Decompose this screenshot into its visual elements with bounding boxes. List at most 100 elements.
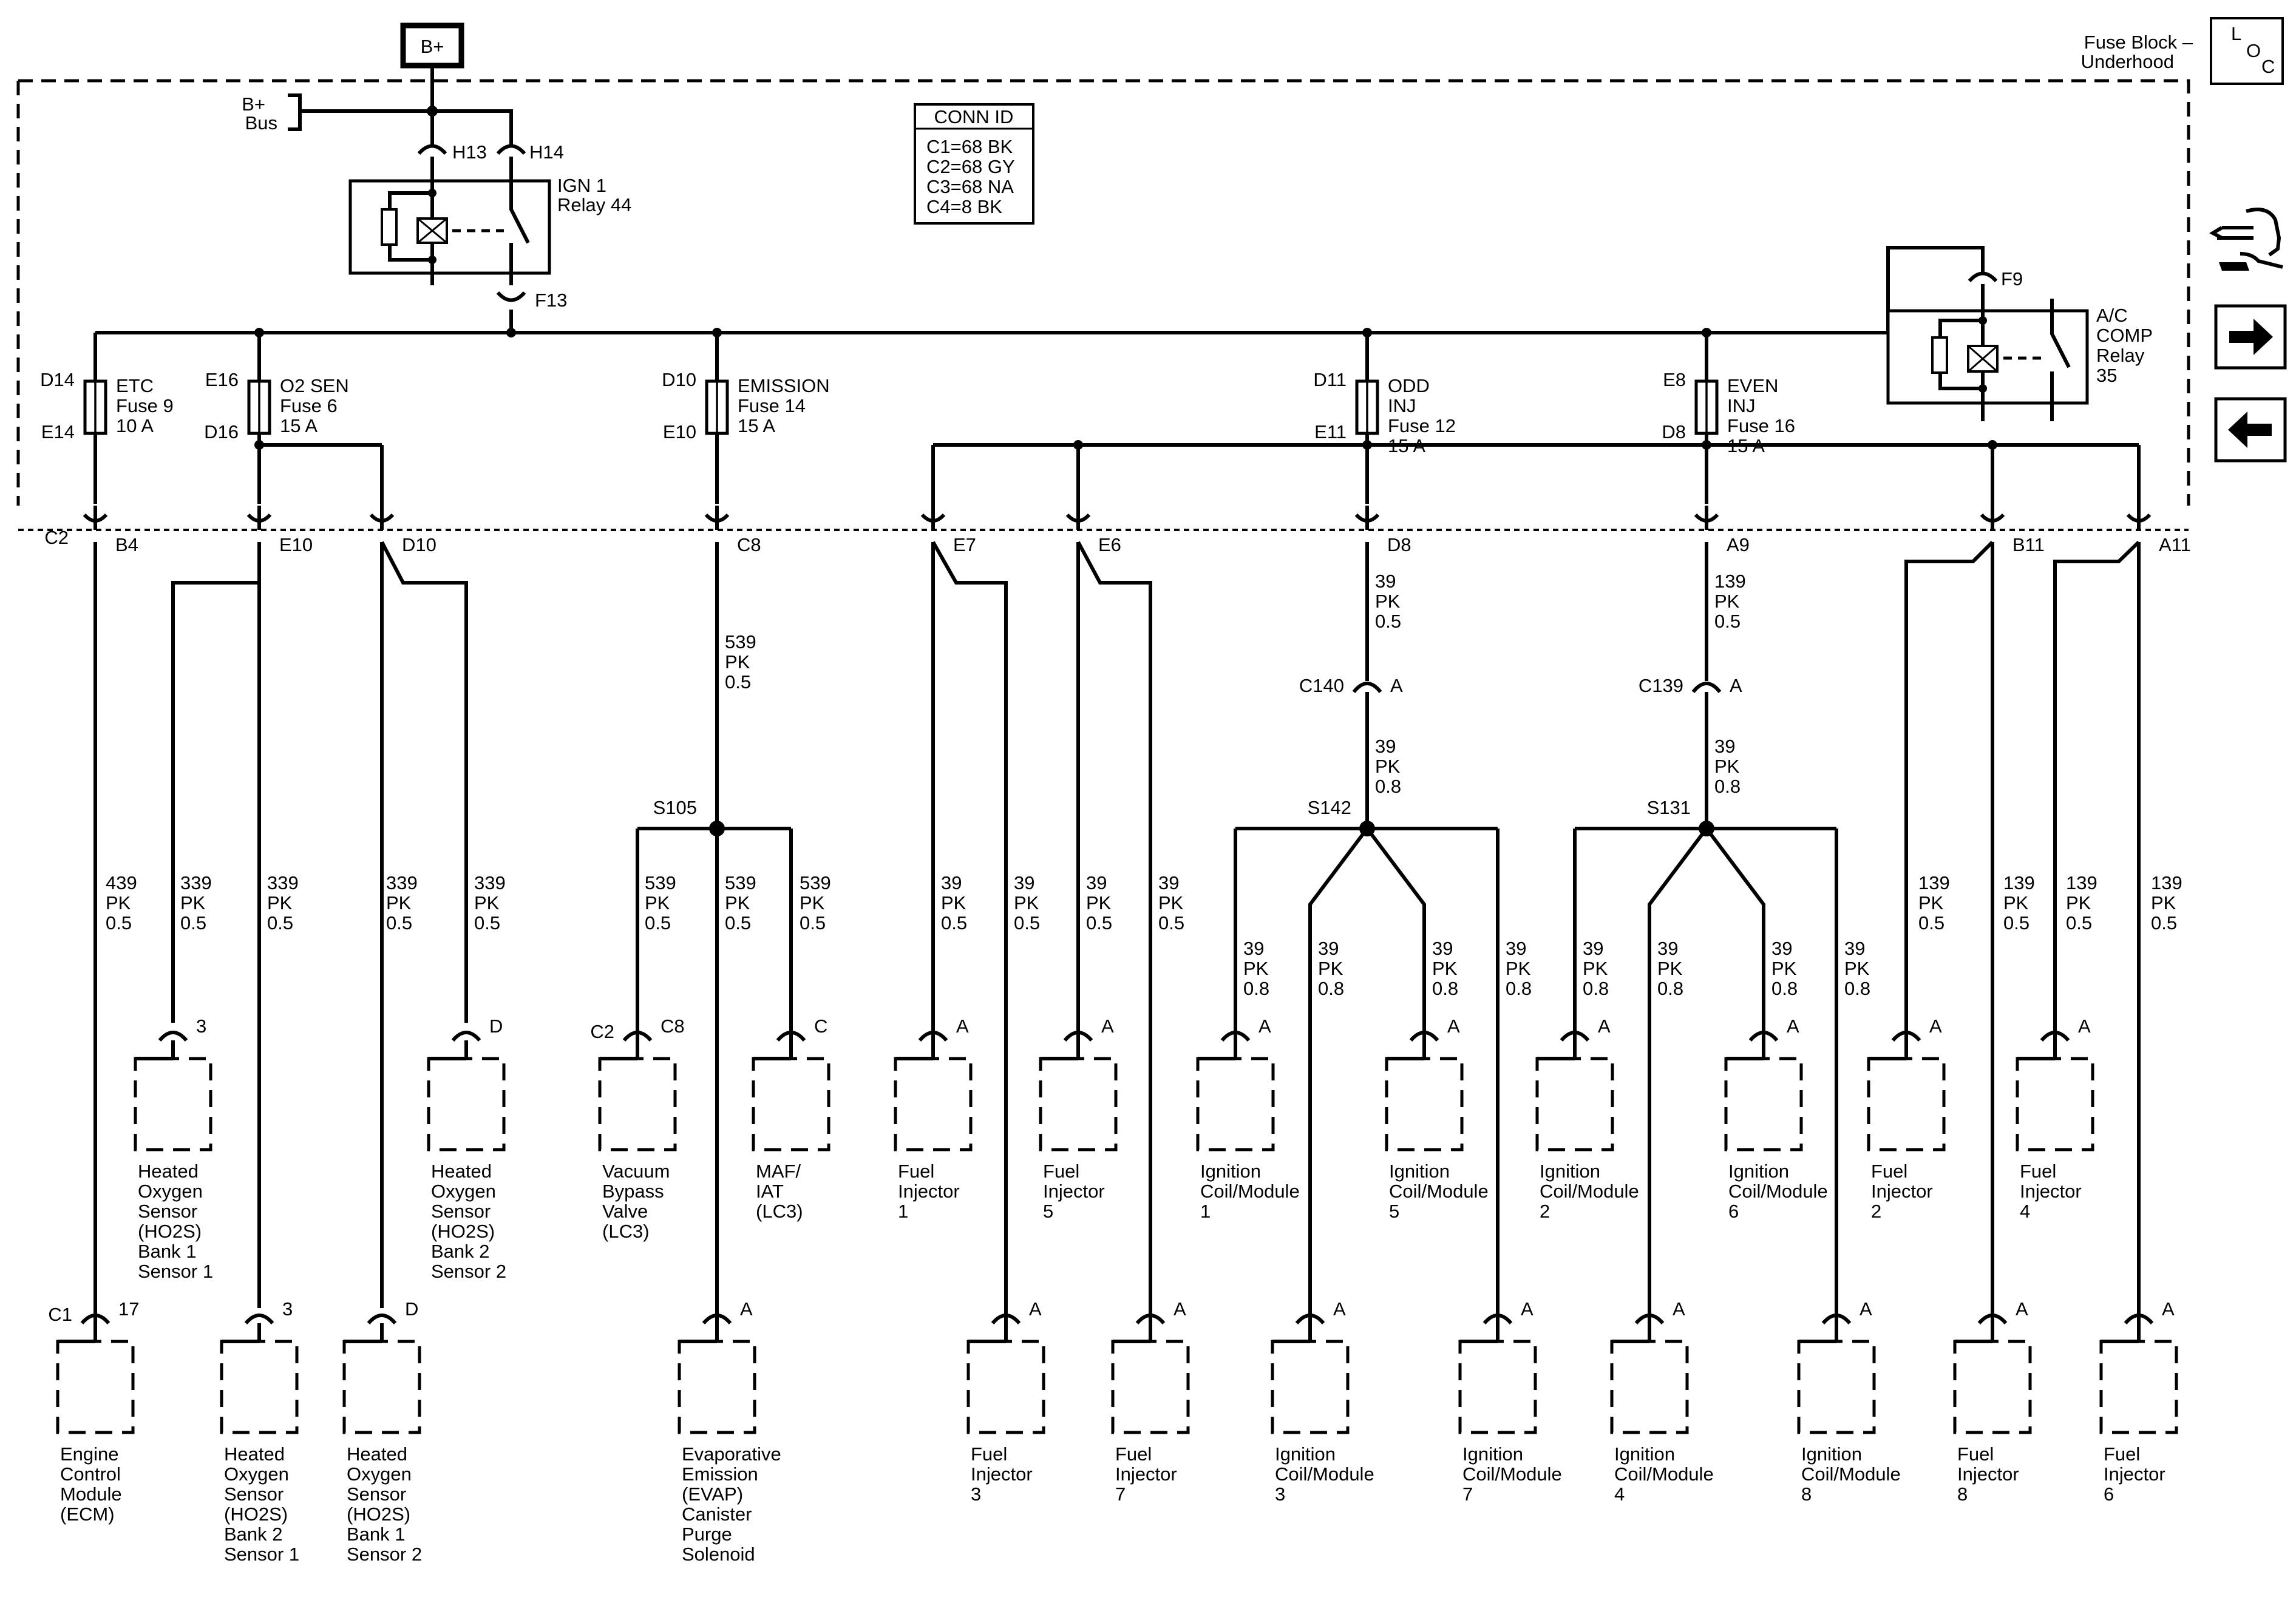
output-pin-E6: E6 [1065, 506, 1121, 555]
ign-relay-pin-f13: F13 [535, 290, 567, 311]
wire-label-139-inj8-line-3: 0.5 [2003, 912, 2029, 934]
output-pin-label-D10: D10 [402, 534, 436, 555]
ac-relay-input-pin [1968, 271, 1998, 283]
output-pin-D8: D8 [1354, 506, 1411, 555]
component-pin-label-ho2s-b1s2: D [405, 1298, 418, 1320]
ign-relay-output-pin [496, 291, 526, 333]
wire-label-539-a-line-1: 539 [645, 872, 676, 893]
wire-label-339-b-line-2: PK [267, 892, 293, 914]
wire-label-39-even-mid-line-2: PK [1714, 756, 1740, 777]
wire-label-539-c-line-1: 539 [800, 872, 831, 893]
component-label-fuel-inj-1-line-2: Injector [898, 1181, 960, 1202]
component-label-fuel-inj-5-line-3: 5 [1043, 1201, 1053, 1222]
component-label-ho2s-b2s2-line-6: Sensor 2 [431, 1261, 506, 1282]
wire-label-139-even-top-line-2: PK [1714, 591, 1740, 612]
fuse-block-outline [16, 79, 2190, 506]
wire-label-39-coil5-line-2: PK [1432, 958, 1458, 979]
navigation-icon[interactable] [2209, 208, 2283, 271]
component-label-fuel-inj-5-line-2: Injector [1043, 1181, 1105, 1202]
component-pin-label-coil-8: A [1860, 1298, 1872, 1320]
component-pin-label-ho2s-b2s2: D [489, 1015, 503, 1037]
wire-label-139-inj6-line-1: 139 [2151, 872, 2182, 893]
component-pin-label-fuel-inj-3: A [1029, 1298, 1042, 1320]
wire-label-339-d-line-3: 0.5 [474, 912, 500, 934]
fuse-label-emission-line-1: EMISSION [738, 375, 830, 396]
component-evap-purge[interactable]: AEvaporativeEmission(EVAP)CanisterPurgeS… [678, 1298, 781, 1565]
bus-label-line2: Bus [245, 112, 277, 134]
wire-label-339-b-line-3: 0.5 [267, 912, 293, 934]
connector-c139-name: C139 [1639, 675, 1683, 696]
wire-ho2s-b2s2 [380, 541, 468, 1023]
component-label-coil-1-line-1: Ignition [1200, 1161, 1261, 1182]
wire-label-39-coil4-line-3: 0.8 [1657, 978, 1683, 999]
component-body-coil-3 [1271, 1340, 1350, 1434]
component-label-fuel-inj-7-line-3: 7 [1115, 1483, 1126, 1505]
wire-label-39-coil2-line-3: 0.8 [1583, 978, 1609, 999]
component-label-coil-5-line-1: Ignition [1389, 1161, 1450, 1182]
fuse-label-etc-line-2: Fuse 9 [116, 395, 174, 416]
arrow-left-icon[interactable] [2214, 397, 2287, 463]
wire-label-539-c-line-2: PK [800, 892, 825, 914]
component-label-fuel-inj-8-line-3: 8 [1957, 1483, 1968, 1505]
arrow-right-icon[interactable] [2214, 304, 2287, 370]
component-label-ho2s-b1s1-line-5: Bank 1 [138, 1241, 197, 1262]
component-body-fuel-inj-6 [2099, 1340, 2178, 1434]
ign-relay-node [428, 189, 436, 197]
component-body-coil-2 [1535, 1057, 1614, 1151]
wire-label-39-coil3-line-3: 0.8 [1318, 978, 1344, 999]
wire-label-339-c-line-3: 0.5 [386, 912, 412, 934]
component-label-vacuum-bypass-line-1: Vacuum [602, 1161, 670, 1182]
wire-label-39-coil7-line-2: PK [1506, 958, 1531, 979]
wire-label-339-c-line-2: PK [386, 892, 412, 914]
component-label-ho2s-b1s1-line-1: Heated [138, 1161, 199, 1182]
wire-label-39-coil4-line-1: 39 [1657, 938, 1678, 959]
component-pin-cup-coil-6 [1748, 1031, 1779, 1042]
component-pin-cup-coil-3 [1295, 1314, 1325, 1325]
conn-id-row-3: C3=68 NA [926, 176, 1014, 197]
component-label-fuel-inj-8-line-1: Fuel [1957, 1443, 1994, 1465]
connector-c140-name: C140 [1299, 675, 1344, 696]
output-pin-label-E7: E7 [953, 534, 976, 555]
component-pin-label-fuel-inj-6: A [2162, 1298, 2175, 1320]
component-label-fuel-inj-7-line-2: Injector [1115, 1463, 1177, 1485]
wire-label-39-coil5-line-3: 0.8 [1432, 978, 1458, 999]
wire-label-339-c-line-1: 339 [386, 872, 418, 893]
component-label-fuel-inj-4-line-2: Injector [2020, 1181, 2082, 1202]
wire-label-39-inj1-line-2: PK [941, 892, 966, 914]
component-pin-cup-coil-2 [1560, 1031, 1590, 1042]
component-pin-label-maf-iat: C [814, 1015, 827, 1037]
wire-label-539-b-line-2: PK [725, 892, 750, 914]
wire-label-139-inj6-line-3: 0.5 [2151, 912, 2177, 934]
loc-box[interactable] [2210, 17, 2284, 85]
component-body-fuel-inj-4 [2016, 1057, 2094, 1151]
component-pin-label-fuel-inj-5: A [1101, 1015, 1114, 1037]
component-label-coil-1-line-2: Coil/Module [1200, 1181, 1300, 1202]
component-label-ho2s-b2s1-line-2: Oxygen [224, 1463, 289, 1485]
